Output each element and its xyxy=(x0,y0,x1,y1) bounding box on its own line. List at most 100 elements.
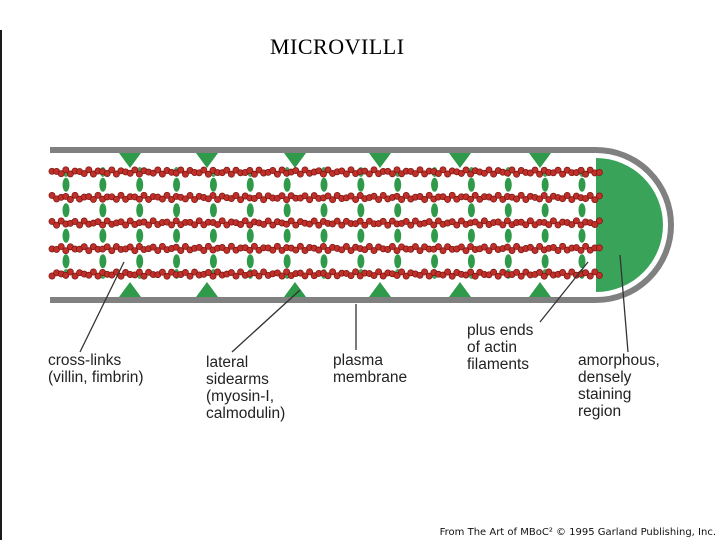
actin-monomer xyxy=(158,242,166,250)
actin-monomer xyxy=(508,247,516,255)
cross-link xyxy=(99,228,107,243)
actin-monomer xyxy=(513,195,521,203)
actin-monomer xyxy=(260,196,268,204)
actin-monomer xyxy=(214,221,222,229)
cross-link xyxy=(246,228,254,243)
actin-monomer xyxy=(591,268,599,276)
actin-monomer xyxy=(490,268,498,276)
cross-link xyxy=(504,177,512,192)
actin-monomer xyxy=(545,196,553,204)
actin-monomer xyxy=(467,170,475,178)
cross-link xyxy=(357,177,365,192)
plasma-membrane-path xyxy=(50,147,674,303)
cross-link xyxy=(62,203,70,218)
actin-monomer xyxy=(246,246,254,254)
lateral-sidearm-bottom xyxy=(284,282,306,297)
actin-monomer xyxy=(434,217,442,225)
actin-monomer xyxy=(85,271,93,279)
actin-monomer xyxy=(370,192,378,200)
actin-monomer xyxy=(223,246,231,254)
cross-link xyxy=(209,177,217,192)
actin-monomer xyxy=(246,166,254,174)
actin-monomer xyxy=(462,247,470,255)
actin-monomer xyxy=(269,167,277,174)
actin-monomer xyxy=(342,170,350,178)
lateral-sidearm-bottom xyxy=(119,282,141,297)
actin-monomer xyxy=(365,243,373,250)
actin-monomer xyxy=(296,242,304,250)
actin-monomer xyxy=(407,221,415,229)
actin-monomer xyxy=(572,217,580,225)
actin-monomer xyxy=(140,191,148,199)
label-cross-links: cross-links (villin, fimbrin) xyxy=(48,352,144,386)
actin-monomer xyxy=(306,268,314,276)
actin-monomer xyxy=(526,217,534,225)
actin-monomer xyxy=(398,268,406,276)
actin-monomer xyxy=(517,272,525,280)
cross-link xyxy=(504,228,512,243)
cross-link xyxy=(62,254,70,269)
actin-monomer xyxy=(480,217,488,225)
actin-monomer xyxy=(62,247,70,255)
actin-monomer xyxy=(200,247,208,254)
actin-monomer xyxy=(329,196,337,204)
leader-plus-ends xyxy=(539,261,589,323)
actin-monomer xyxy=(172,243,180,251)
actin-monomer xyxy=(177,247,185,255)
cross-link xyxy=(173,203,181,218)
actin-monomer xyxy=(595,271,603,279)
actin-monomer xyxy=(255,192,263,200)
actin-monomer xyxy=(117,218,125,226)
actin-monomer xyxy=(591,196,599,204)
actin-monomer xyxy=(393,247,401,255)
actin-monomer xyxy=(292,167,300,175)
actin-monomer xyxy=(204,242,212,250)
actin-monomer xyxy=(540,272,548,280)
actin-monomer xyxy=(361,246,369,254)
actin-monomer xyxy=(66,268,74,276)
actin-monomer xyxy=(531,166,539,174)
actin-monomer xyxy=(85,166,93,174)
actin-monomer xyxy=(388,243,396,250)
cross-link xyxy=(431,177,439,192)
cross-link xyxy=(467,254,475,269)
actin-monomer xyxy=(57,170,65,178)
lateral-sidearms-group xyxy=(119,153,551,297)
label-amorphous-region: amorphous, densely staining region xyxy=(578,352,660,420)
leader-cross-links xyxy=(79,261,125,353)
actin-monomer xyxy=(347,247,355,255)
actin-monomer xyxy=(99,221,107,229)
actin-monomer xyxy=(402,191,410,199)
actin-monomer xyxy=(494,191,502,199)
lateral-sidearm-bottom xyxy=(369,282,391,297)
cross-link xyxy=(320,177,328,192)
actin-monomer xyxy=(273,170,281,178)
actin-monomer xyxy=(347,166,355,174)
actin-monomer xyxy=(241,217,249,225)
actin-monomer xyxy=(310,217,318,225)
actin-monomer xyxy=(126,243,134,251)
actin-monomer xyxy=(48,272,56,280)
actin-monomer xyxy=(559,170,567,178)
actin-monomer xyxy=(425,218,433,226)
actin-monomer xyxy=(536,242,544,250)
actin-monomer xyxy=(522,221,530,229)
actin-monomer xyxy=(237,268,245,276)
cross-link xyxy=(173,177,181,192)
actin-monomer xyxy=(536,195,544,203)
actin-monomer xyxy=(595,217,603,225)
actin-filament xyxy=(48,268,603,280)
actin-monomer xyxy=(361,221,369,229)
cross-link xyxy=(431,254,439,269)
leader-amorphous-region xyxy=(619,254,629,353)
actin-monomer xyxy=(549,217,557,225)
lateral-sidearm-top xyxy=(369,153,391,168)
cross-link xyxy=(99,177,107,192)
actin-monomer xyxy=(232,192,240,199)
cross-link xyxy=(209,203,217,218)
actin-monomer xyxy=(204,170,212,178)
cross-link xyxy=(394,228,402,243)
cross-link xyxy=(136,254,144,269)
actin-monomer xyxy=(370,247,378,255)
actin-monomer xyxy=(595,192,603,200)
